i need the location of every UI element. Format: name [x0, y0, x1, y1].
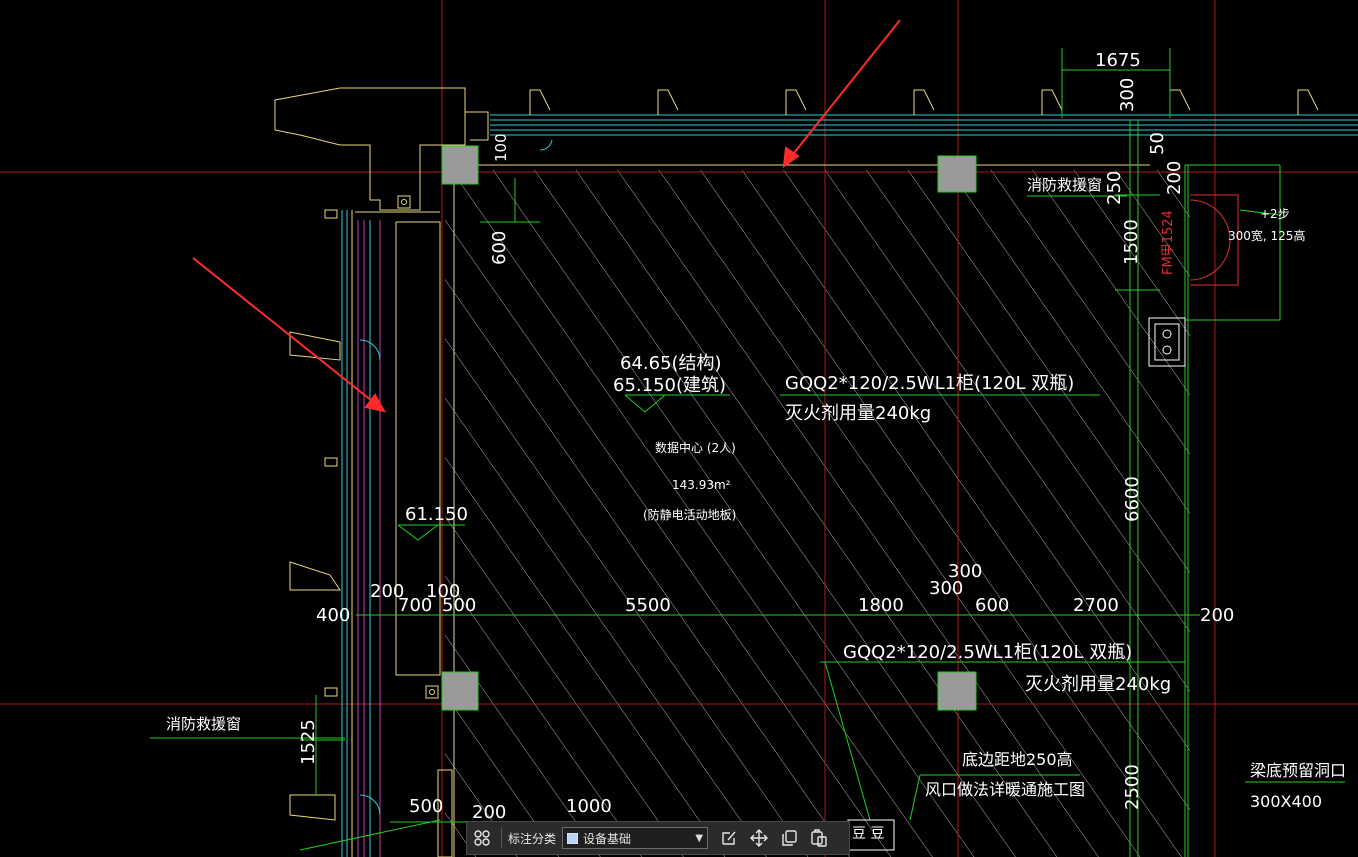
vent-note-2: 风口做法详暖通施工图	[925, 780, 1085, 799]
structural-columns	[441, 145, 977, 711]
door-code-label: FM甲1524	[1161, 210, 1176, 275]
step-label-2: 300宽, 125高	[1228, 228, 1305, 243]
elevation-architectural: 65.150(建筑)	[613, 375, 726, 396]
dim-bottom-1000: 1000	[566, 796, 612, 817]
dim-row-200-left: 200	[370, 581, 404, 602]
left-wall-lines	[341, 170, 455, 857]
category-select-value: 设备基础	[583, 831, 632, 846]
room-area: 143.93m²	[672, 478, 731, 492]
dimension-lines	[150, 48, 1345, 857]
dim-row-700: 700	[398, 595, 432, 616]
room-floor-note: (防静电活动地板)	[643, 507, 736, 522]
gas-cabinet-bottom-line2: 灭火剂用量240kg	[1025, 674, 1171, 695]
copy-icon[interactable]	[774, 823, 804, 853]
dim-6600: 6600	[1122, 476, 1143, 522]
chevron-down-icon: ▼	[695, 832, 704, 844]
category-color-swatch	[567, 832, 579, 844]
gas-cabinet-top-line1: GQQ2*120/2.5WL1柜(120L 双瓶)	[785, 373, 1074, 394]
room-hatch	[445, 170, 1190, 857]
dim-row-100: 100	[426, 581, 460, 602]
dim-2500: 2500	[1122, 764, 1143, 810]
beam-opening-note-2: 300X400	[1250, 792, 1322, 811]
edit-icon[interactable]	[714, 823, 744, 853]
paste-icon[interactable]	[804, 823, 834, 853]
dim-row-5500: 5500	[625, 595, 671, 616]
dim-100: 100	[492, 133, 510, 162]
gas-cabinet-top-line2: 灭火剂用量240kg	[785, 403, 931, 424]
annotation-toolbar: 标注分类 设备基础 ▼	[466, 821, 850, 855]
dim-1500: 1500	[1121, 219, 1142, 265]
left-structure	[274, 87, 489, 857]
elevation-structural: 64.65(结构)	[620, 353, 722, 374]
equipment-socket-icon	[1148, 317, 1186, 367]
fire-door	[1189, 194, 1239, 286]
elevation-left: 61.150	[405, 504, 468, 525]
rescue-window-label-left: 消防救援窗	[166, 715, 241, 733]
dim-row-2700: 2700	[1073, 595, 1119, 616]
partial-text: 豆 豆	[852, 826, 884, 842]
dim-row-1800: 1800	[858, 595, 904, 616]
layout-grid-icon[interactable]	[467, 823, 497, 853]
dim-row-400: 400	[316, 605, 350, 626]
toolbar-divider	[501, 828, 502, 848]
gas-cabinet-bottom-line1: GQQ2*120/2.5WL1柜(120L 双瓶)	[843, 642, 1132, 663]
dim-50: 50	[1147, 132, 1168, 155]
dim-bottom-200: 200	[472, 802, 506, 823]
window-swings	[359, 139, 553, 816]
dim-row-500: 500	[442, 595, 476, 616]
dim-1675: 1675	[1095, 50, 1141, 71]
top-wall-band	[490, 114, 1358, 136]
beam-opening-note-1: 梁底预留洞口	[1250, 761, 1346, 780]
vent-note-1: 底边距地250高	[962, 750, 1073, 769]
dim-200: 200	[1164, 161, 1185, 195]
rescue-window-label-top: 消防救援窗	[1027, 176, 1102, 194]
dim-bottom-500: 500	[409, 796, 443, 817]
dim-row-300b: 300	[948, 561, 982, 582]
dim-row-200-right: 200	[1200, 605, 1234, 626]
annotation-category-select[interactable]: 设备基础 ▼	[562, 827, 709, 849]
step-label-1: +2步	[1260, 207, 1290, 221]
move-icon[interactable]	[744, 823, 774, 853]
annotation-arrows	[192, 19, 901, 413]
annotation-category-label: 标注分类	[508, 831, 557, 846]
dim-300-top: 300	[1117, 78, 1138, 112]
dim-row-300a: 300	[929, 578, 963, 599]
dim-600: 600	[489, 231, 510, 265]
dim-1525: 1525	[298, 719, 319, 765]
room-name: 数据中心 (2人)	[655, 440, 736, 455]
dim-row-600: 600	[975, 595, 1009, 616]
dim-250: 250	[1104, 171, 1125, 205]
